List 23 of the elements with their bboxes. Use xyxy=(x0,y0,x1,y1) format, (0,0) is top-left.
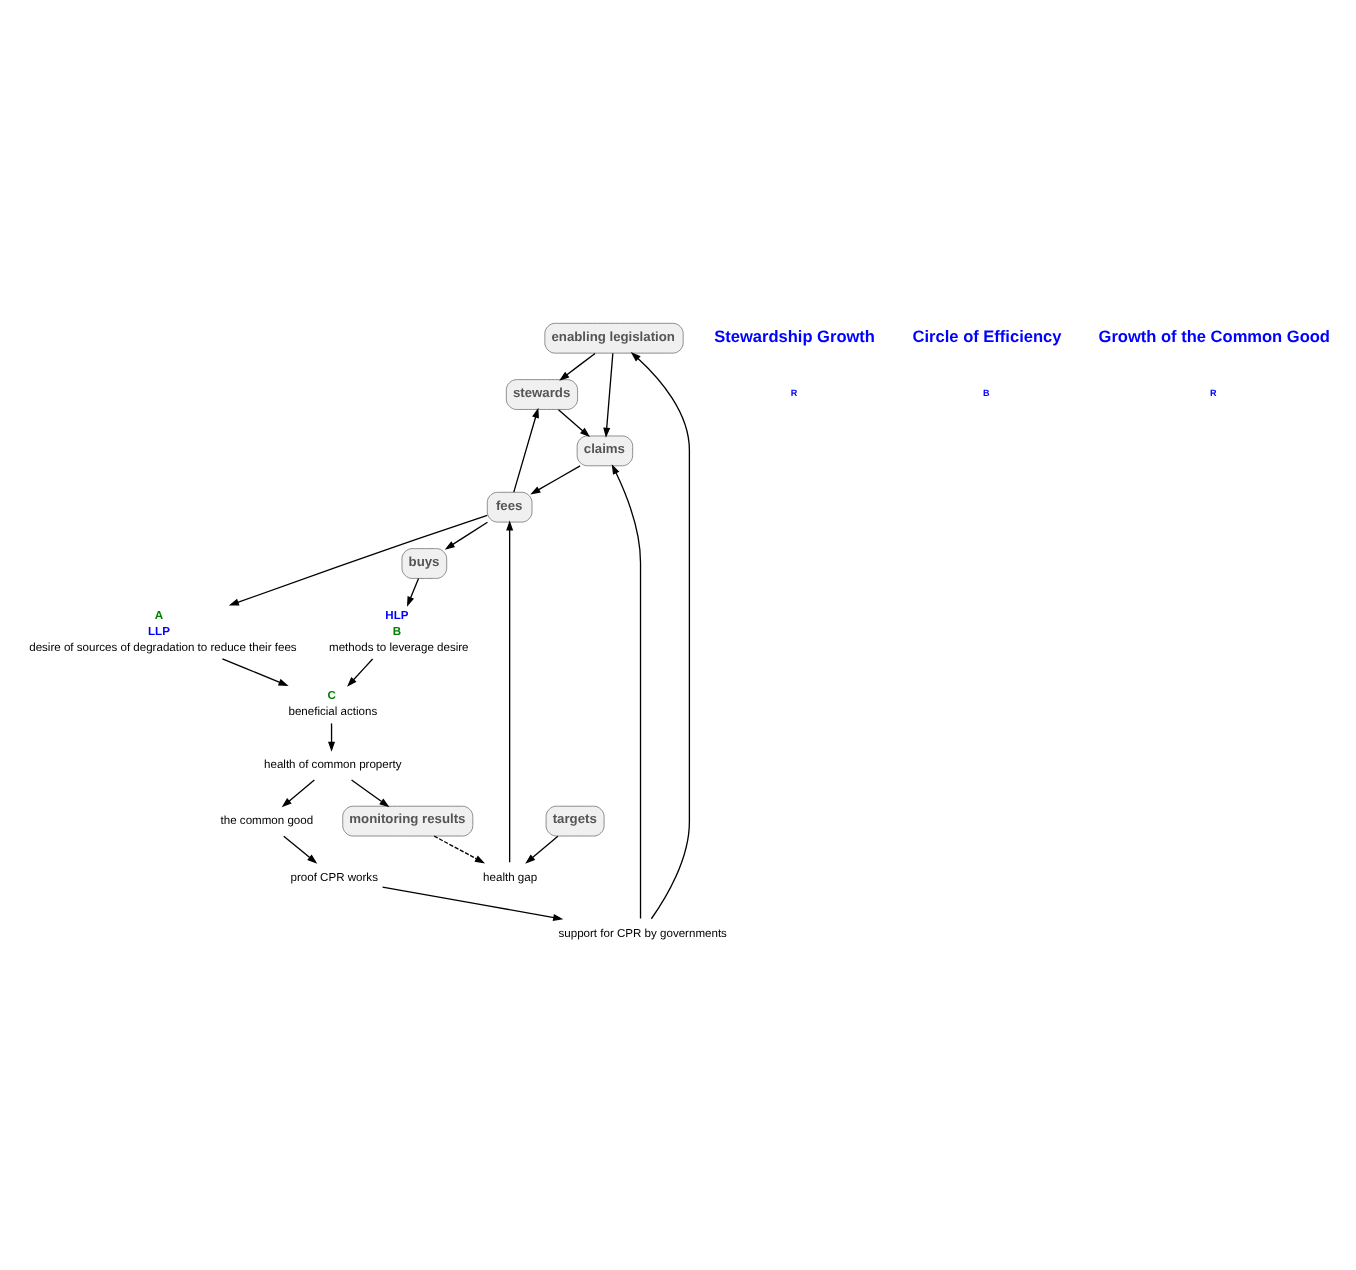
arrow xyxy=(381,885,564,920)
arrow xyxy=(506,519,514,862)
arrow xyxy=(559,351,596,380)
arrow xyxy=(513,406,539,492)
arrow xyxy=(407,576,420,606)
arrow xyxy=(603,351,614,437)
arrow xyxy=(630,351,691,919)
arrow xyxy=(228,513,488,605)
arrow xyxy=(281,778,316,807)
label: Stewardship Growth xyxy=(714,326,875,345)
label: Growth of the Common Good xyxy=(1098,326,1330,345)
arrow xyxy=(525,834,559,863)
label: Circle of Efficiency xyxy=(912,326,1062,345)
arrow xyxy=(530,464,581,494)
arrow xyxy=(328,721,336,751)
arrow xyxy=(557,408,590,437)
arrow xyxy=(611,463,642,919)
arrow xyxy=(350,778,390,807)
arrow xyxy=(283,834,318,863)
arrow xyxy=(433,834,486,863)
arrow xyxy=(444,520,489,549)
arrow xyxy=(347,657,374,686)
arrow xyxy=(221,657,289,685)
